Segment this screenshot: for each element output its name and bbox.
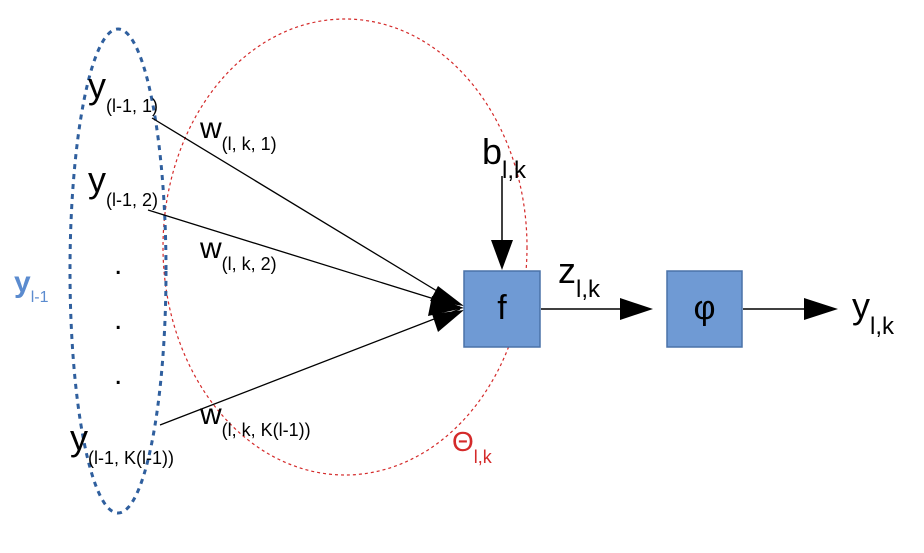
weight-2-base: w (200, 232, 222, 265)
weight-3-sub: (l, k, K(l-1)) (221, 420, 311, 440)
theta-ellipse (162, 18, 528, 476)
input-label-1: y(l-1, 1) (88, 65, 158, 116)
weight-line-3 (159, 308, 461, 426)
ellipsis-dot-2: . (114, 303, 123, 336)
weight-1-sub: (l, k, 1) (221, 134, 277, 154)
ellipsis-dot-3: . (114, 358, 123, 391)
f-box (463, 270, 541, 348)
phi-box (666, 270, 743, 348)
weight-1-base: w (200, 112, 222, 145)
input-2-sub: (l-1, 2) (106, 190, 159, 210)
weight-3-base: w (200, 398, 222, 431)
phi-box-label: φ (693, 289, 716, 327)
theta-base: Θ (452, 426, 474, 457)
weight-label-3: w(l, k, K(l-1)) (200, 398, 311, 440)
weight-line-2 (147, 209, 461, 308)
layer-label: yl-1 (14, 266, 48, 306)
input-2-base: y (88, 159, 106, 200)
input-3-sub: (l-1, K(l-1)) (88, 448, 174, 468)
input-1-base: y (88, 65, 106, 106)
output-sub: l,k (870, 313, 894, 340)
layer-label-sub: l-1 (30, 289, 49, 306)
input-label-3: y(l-1, K(l-1)) (70, 417, 174, 468)
z-label: zl,k (558, 250, 600, 302)
bias-label: bl,k (482, 131, 526, 183)
z-arrowhead (620, 298, 653, 320)
input-3-base: y (70, 417, 88, 458)
input-1-sub: (l-1, 1) (106, 96, 159, 116)
layer-label-base: y (14, 266, 31, 299)
bias-sub: l,k (502, 157, 527, 184)
weight-label-1: w(l, k, 1) (200, 112, 277, 154)
ellipsis-dot-1: . (114, 248, 123, 281)
bias-base: b (482, 131, 503, 172)
weight-line-1 (151, 117, 461, 306)
output-label: yl,k (852, 285, 894, 339)
z-base: z (558, 250, 576, 291)
output-arrowhead (804, 298, 838, 320)
output-base: y (852, 285, 870, 326)
layer-ellipse (68, 27, 168, 515)
theta-label: Θl,k (452, 426, 492, 467)
weight-2-sub: (l, k, 2) (221, 254, 277, 274)
z-sub: l,k (576, 276, 600, 303)
f-box-label: f (497, 289, 507, 327)
weight-label-2: w(l, k, 2) (200, 232, 277, 274)
input-label-2: y(l-1, 2) (88, 159, 158, 210)
arrowhead-3 (432, 310, 464, 332)
arrowhead-2 (428, 296, 464, 316)
theta-sub: l,k (473, 447, 492, 467)
bias-arrowhead (491, 240, 513, 270)
